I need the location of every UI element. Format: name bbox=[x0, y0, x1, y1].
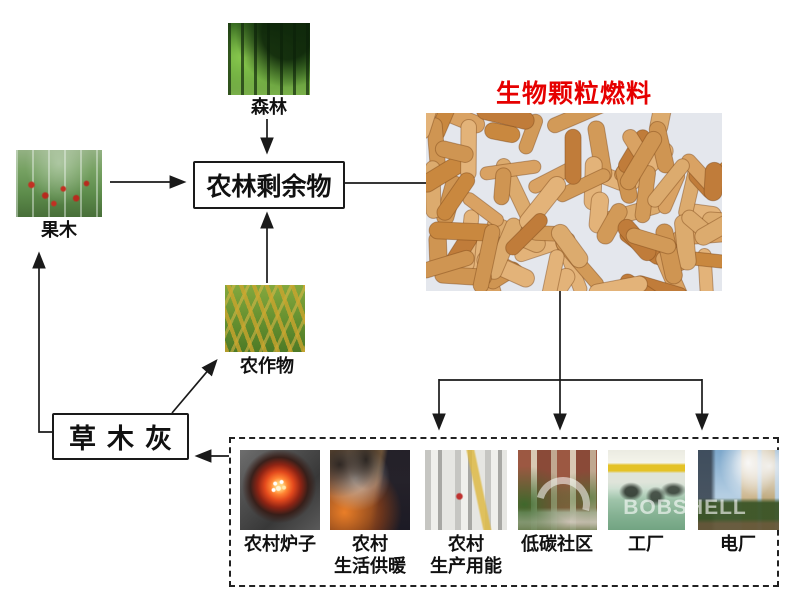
use-label-line: 农村 bbox=[352, 534, 388, 554]
arrow-ash-to-fruitwood bbox=[32, 251, 52, 433]
use-label-rural-heating: 农村生活供暖 bbox=[322, 533, 418, 577]
use-label-line: 生活供暖 bbox=[334, 556, 406, 576]
residue-box: 农林剩余物 bbox=[193, 161, 345, 209]
factory-photo bbox=[608, 450, 685, 530]
fruitwood-label: 果木 bbox=[41, 220, 77, 240]
fruit-trees-photo bbox=[16, 150, 102, 217]
pellets-illustration bbox=[426, 113, 722, 291]
use-label-factory: 工厂 bbox=[598, 533, 694, 555]
uses-group-box: BOBSHELL 农村炉子 农村生活供暖 农村生产用能 低碳社区 工厂 电厂 bbox=[229, 437, 779, 587]
use-label-community: 低碳社区 bbox=[509, 533, 605, 555]
rice-crops-photo bbox=[225, 285, 305, 352]
use-label-line: 低碳社区 bbox=[521, 534, 593, 554]
forest-photo bbox=[228, 23, 310, 95]
use-label-rural-stove: 农村炉子 bbox=[232, 533, 328, 555]
use-label-line: 电厂 bbox=[720, 534, 756, 554]
use-label-line: 生产用能 bbox=[430, 556, 502, 576]
ash-box: 草木灰 bbox=[52, 413, 189, 460]
use-label-line: 农村炉子 bbox=[244, 534, 316, 554]
use-label-powerplant: 电厂 bbox=[690, 533, 786, 555]
watermark-text: BOBSHELL bbox=[623, 496, 747, 519]
rural-stove-photo bbox=[240, 450, 320, 530]
use-label-line: 农村 bbox=[448, 534, 484, 554]
page-title: 生物颗粒燃料 bbox=[495, 80, 652, 108]
power-plant-photo bbox=[698, 450, 779, 530]
rural-heating-photo bbox=[330, 450, 410, 530]
forest-label: 森林 bbox=[251, 97, 287, 117]
rural-production-photo bbox=[425, 450, 507, 530]
low-carbon-community-photo bbox=[518, 450, 597, 530]
use-label-rural-production: 农村生产用能 bbox=[418, 533, 514, 577]
use-label-line: 工厂 bbox=[628, 534, 664, 554]
biomass-pellets-photo bbox=[426, 113, 722, 291]
crops-label: 农作物 bbox=[240, 356, 294, 376]
arrow-ash-to-crops bbox=[171, 359, 218, 414]
